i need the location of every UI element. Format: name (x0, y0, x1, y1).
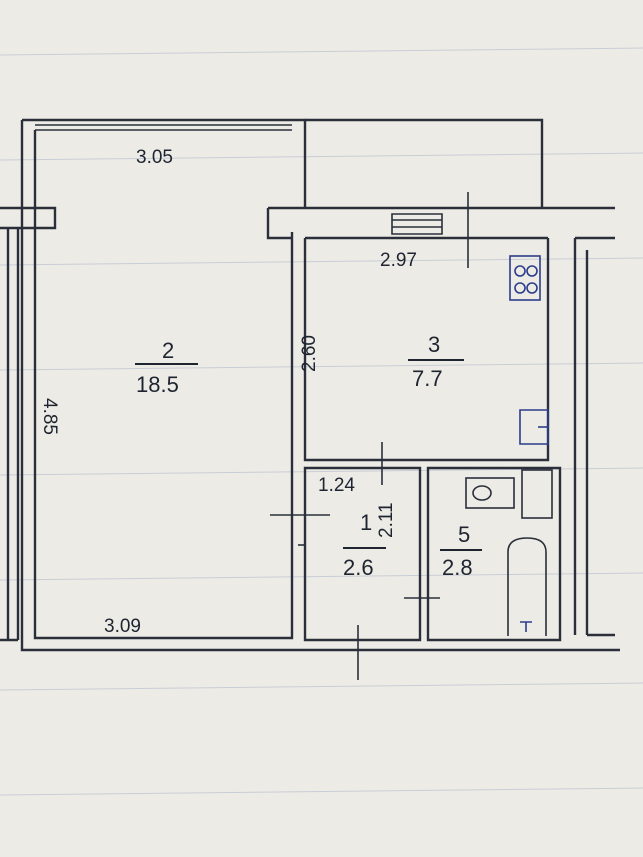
room-3-number: 3 (428, 332, 440, 357)
room-5-number: 5 (458, 522, 470, 547)
dimension-labels: 3.05 4.85 3.09 2.97 2.60 1.24 2.11 (39, 147, 417, 637)
paper-rules (0, 47, 643, 796)
dimension-room1-top: 1.24 (318, 475, 355, 496)
room-1-number: 1 (360, 510, 372, 535)
room-3-area: 7.7 (412, 366, 443, 391)
dimension-room3-top: 2.97 (380, 250, 417, 271)
room-2-number: 2 (162, 338, 174, 363)
fixtures (465, 255, 553, 636)
dimension-room2-side: 4.85 (39, 398, 60, 435)
room-1-area: 2.6 (343, 555, 374, 580)
dimension-room2-top: 3.05 (136, 147, 173, 168)
walls (0, 118, 620, 680)
room-5-area: 2.8 (442, 555, 473, 580)
bathtub-icon (507, 537, 547, 636)
room-2-area: 18.5 (136, 372, 179, 397)
toilet-icon (465, 469, 553, 519)
stove-icon (509, 255, 541, 301)
dimension-room3-side: 2.60 (299, 335, 320, 372)
dimension-room1-side: 2.11 (376, 502, 397, 538)
sink-icon (519, 409, 549, 445)
dimension-room2-bottom: 3.09 (104, 616, 141, 637)
room-labels: 2 18.5 3 7.7 1 2.6 5 2.8 (135, 332, 482, 580)
